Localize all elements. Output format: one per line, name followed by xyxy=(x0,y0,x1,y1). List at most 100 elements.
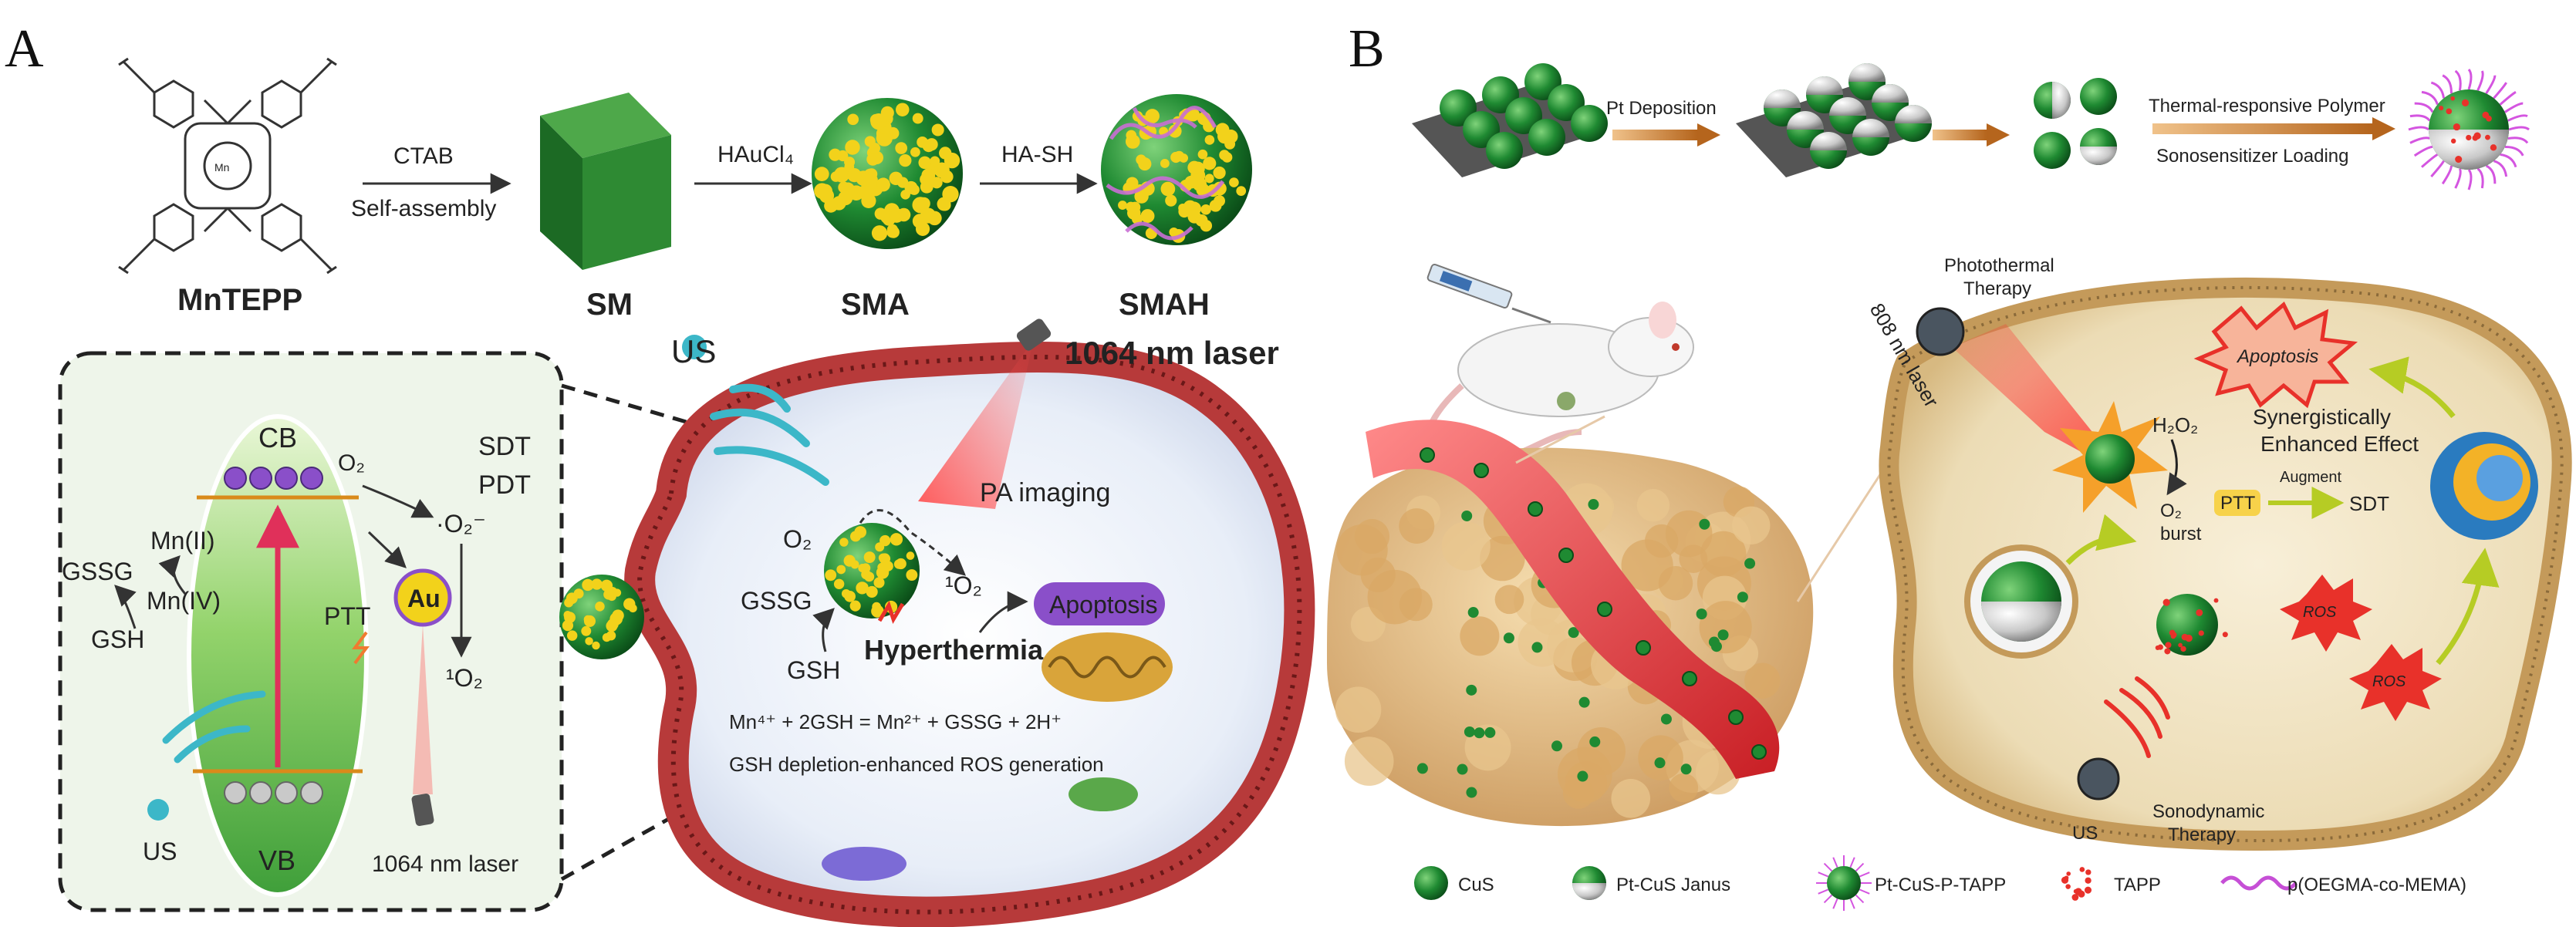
gold-dot xyxy=(942,186,959,203)
ptt-heat-zigzag xyxy=(352,631,370,665)
gold-dot xyxy=(918,156,932,170)
h2o2-arrow xyxy=(2166,439,2187,496)
gold-dot xyxy=(912,113,923,124)
polymer-hair xyxy=(1818,888,1829,895)
cus-in-tissue xyxy=(1474,727,1485,739)
gold-dot xyxy=(1221,152,1233,163)
cus-in-tissue xyxy=(1744,558,1756,569)
gold-dot xyxy=(2178,642,2183,648)
cus-in-tissue xyxy=(1654,757,1666,769)
gold-dot xyxy=(872,602,881,612)
gold-dot xyxy=(2165,642,2172,649)
polymer-hair xyxy=(1849,898,1855,909)
tumor-cell xyxy=(1344,737,1394,786)
gold-dot xyxy=(2085,877,2092,884)
gold-dot xyxy=(1195,214,1208,227)
ptt-label-b: PTT xyxy=(2220,493,2256,514)
gold-dot xyxy=(874,207,887,220)
gold-dot xyxy=(2455,156,2463,163)
pt-cus-p-tapp-particle xyxy=(2408,69,2530,190)
gold-dot xyxy=(899,153,912,167)
polymer-hair xyxy=(2493,82,2507,99)
gold-dot xyxy=(931,123,944,137)
mitochondria-a xyxy=(1042,632,1173,702)
polymer-hair xyxy=(2467,69,2473,90)
cus-particle xyxy=(1528,119,1565,156)
cus-in-vessel xyxy=(1682,671,1697,686)
cus-in-vessel xyxy=(1597,602,1612,617)
gold-dot xyxy=(814,167,829,181)
cb-label: CB xyxy=(258,422,297,453)
gold-dot xyxy=(612,609,624,622)
polymer-hair xyxy=(2476,70,2484,91)
cus-in-vessel xyxy=(1474,463,1489,478)
pa-imaging-label: PA imaging xyxy=(980,478,1110,507)
gold-dot xyxy=(2473,132,2481,140)
laser-device-cell xyxy=(1016,319,1052,351)
sm-cube xyxy=(540,93,671,270)
pt-cap xyxy=(1787,111,1824,130)
arrow-3 xyxy=(2152,123,2372,134)
us-label-cell: US xyxy=(671,333,716,369)
gold-dot xyxy=(870,113,887,130)
o2-to-singlet-arrow xyxy=(859,509,967,576)
gold-dot xyxy=(2157,644,2163,650)
polymer-hair xyxy=(1855,894,1865,904)
gold-dot xyxy=(920,180,934,194)
h2o2-label: H₂O₂ xyxy=(2152,413,2198,437)
au-particle xyxy=(393,568,452,627)
cus-in-tissue xyxy=(1717,629,1729,641)
gssg-label-cell: GSSG xyxy=(741,587,812,615)
gold-dot xyxy=(866,153,879,166)
polymer-hair xyxy=(1823,862,1833,872)
polymer-hair xyxy=(2485,164,2497,184)
gold-dot xyxy=(909,184,920,195)
gold-dot xyxy=(2490,144,2497,151)
singlet-label-cell: ¹O₂ xyxy=(945,571,982,599)
gold-dot xyxy=(844,591,856,602)
gold-dot xyxy=(2466,134,2472,141)
gold-dot xyxy=(2450,96,2455,101)
us-waves-b xyxy=(2104,676,2170,758)
gold-dot xyxy=(2485,134,2490,140)
tumor-cell xyxy=(1669,773,1699,803)
gold-dot xyxy=(1217,129,1233,144)
arrow-2-head xyxy=(1987,123,2010,147)
gold-dot xyxy=(1146,112,1158,124)
sdt-label: SDT xyxy=(478,432,531,461)
polymer-hair xyxy=(2467,169,2473,190)
gold-dot xyxy=(833,167,850,183)
o2-label-a: O₂ xyxy=(338,450,365,476)
cell-b-texture xyxy=(1887,285,2564,843)
gold-dot xyxy=(1178,203,1187,213)
us-dot-inset xyxy=(147,799,169,821)
gold-dot xyxy=(839,538,849,547)
polymer-hair xyxy=(2454,168,2462,189)
tumor-cell xyxy=(1636,489,1670,522)
polymer-hair xyxy=(1859,871,1870,878)
ros-caption: GSH depletion-enhanced ROS generation xyxy=(729,753,1104,776)
equation-label: Mn⁴⁺ + 2GSH = Mn²⁺ + GSSG + 2H⁺ xyxy=(729,710,1062,733)
apoptosis-burst xyxy=(2193,302,2358,409)
cus-in-tissue xyxy=(1737,592,1748,603)
gold-dot xyxy=(910,147,920,157)
cus-particle xyxy=(1440,89,1477,126)
tumor-cell xyxy=(1732,506,1771,545)
polymer-hair xyxy=(1818,871,1829,878)
particle-under-laser xyxy=(2085,434,2135,484)
tumor-cell xyxy=(1460,616,1500,656)
cus-in-vessel xyxy=(1420,447,1435,463)
mntepp-label: MnTEPP xyxy=(177,283,302,317)
gold-dot xyxy=(939,199,951,211)
gold-dot xyxy=(1213,166,1226,180)
synergy-label-1: Synergistically xyxy=(2253,405,2391,429)
gold-dot xyxy=(623,598,636,610)
gold-dot xyxy=(1204,174,1214,184)
us-waves-cell xyxy=(710,383,829,486)
gold-dot xyxy=(1132,213,1143,224)
cus-in-tissue xyxy=(1696,608,1707,620)
gold-dot xyxy=(1168,124,1182,138)
mntepp-molecule xyxy=(118,57,337,275)
superoxide-label: ·O₂⁻ xyxy=(436,510,486,538)
polymer-hair xyxy=(2414,102,2434,113)
